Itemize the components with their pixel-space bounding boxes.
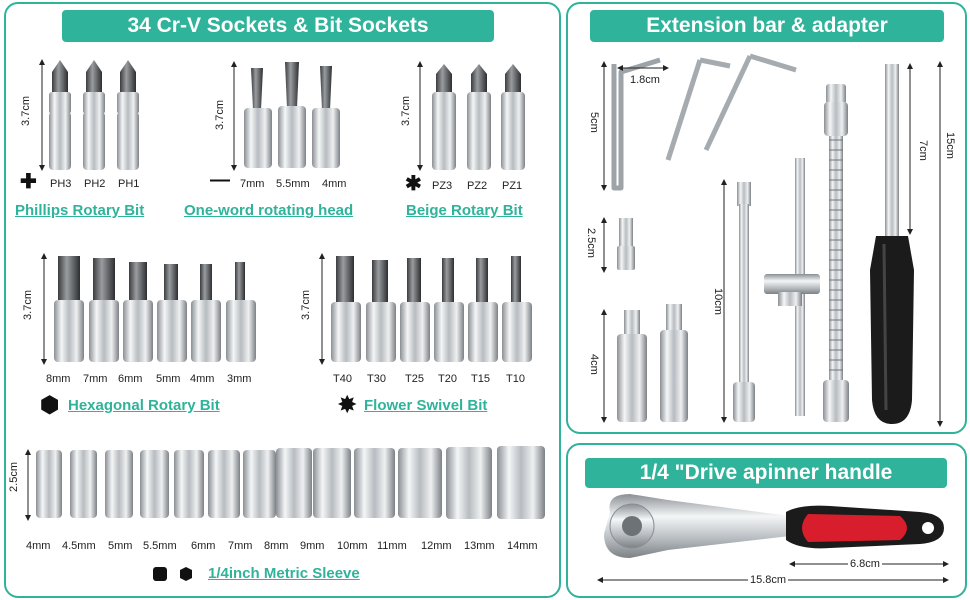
hexagon-icon: ⬢ xyxy=(40,392,60,417)
torx-size-t10: T10 xyxy=(506,373,525,385)
phillips-height-label: 3.7cm xyxy=(20,96,32,126)
adapter-label: 4cm xyxy=(588,354,600,375)
metric-size-14mm: 14mm xyxy=(507,540,538,552)
ratchet-handle xyxy=(597,494,949,583)
handle-title: 1/4 "Drive apinner handle xyxy=(585,458,947,488)
pozi-symbol: ✱ xyxy=(405,173,422,195)
metric-size-5mm: 5mm xyxy=(108,540,133,552)
pozi-height-label: 3.7cm xyxy=(400,96,412,126)
bit-adapter xyxy=(601,217,635,273)
phillips-size-ph3: PH3 xyxy=(50,178,72,190)
torx-size-t15: T15 xyxy=(471,373,490,385)
slotted-size-5-5mm: 5.5mm xyxy=(276,178,310,190)
phillips-size-ph1: PH1 xyxy=(118,178,140,190)
slotted-size-7mm: 7mm xyxy=(240,178,265,190)
hex-key-height-label: 5cm xyxy=(588,112,600,133)
torx-size-t30: T30 xyxy=(367,373,386,385)
hex-caption: Hexagonal Rotary Bit xyxy=(68,397,220,414)
metric-size-4mm: 4mm xyxy=(26,540,51,552)
torx-size-t20: T20 xyxy=(438,373,457,385)
bit-adapter-label: 2.5cm xyxy=(585,228,597,258)
screwdriver-shaft-label: 7cm xyxy=(917,140,929,161)
sockets-title: 34 Cr-V Sockets & Bit Sockets xyxy=(62,10,494,42)
metric-size-8mm: 8mm xyxy=(264,540,289,552)
metric-size-12mm: 12mm xyxy=(421,540,452,552)
phillips-bits xyxy=(39,59,139,171)
metric-size-5-5mm: 5.5mm xyxy=(143,540,177,552)
pozi-size-pz2: PZ2 xyxy=(467,180,488,192)
slotted-height-label: 3.7cm xyxy=(214,100,226,130)
extension-bars xyxy=(721,158,820,423)
metric-size-13mm: 13mm xyxy=(464,540,495,552)
hex-height-label: 3.7cm xyxy=(22,290,34,320)
star-icon: ✸ xyxy=(338,392,357,417)
pozi-size-pz3: PZ3 xyxy=(432,180,453,192)
hex-size-5mm: 5mm xyxy=(156,373,181,385)
metric-sockets xyxy=(25,446,545,521)
hex-bits xyxy=(41,253,256,365)
slotted-bits xyxy=(231,61,340,171)
metric-size-6mm: 6mm xyxy=(191,540,216,552)
handle-grip-label: 6.8cm xyxy=(848,558,882,570)
screwdriver xyxy=(870,61,943,427)
torx-size-t40: T40 xyxy=(333,373,352,385)
metric-size-9mm: 9mm xyxy=(300,540,325,552)
hex-size-3mm: 3mm xyxy=(227,373,252,385)
extension-title: Extension bar & adapter xyxy=(590,10,944,42)
hex-size-7mm: 7mm xyxy=(83,373,108,385)
hex-size-8mm: 8mm xyxy=(46,373,71,385)
metric-caption: 1/4inch Metric Sleeve xyxy=(208,565,360,582)
slotted-size-4mm: 4mm xyxy=(322,178,347,190)
hex-key-width-label: 1.8cm xyxy=(630,74,660,86)
pozi-caption: Beige Rotary Bit xyxy=(406,202,523,219)
socket-adapters xyxy=(601,304,688,423)
torx-bits xyxy=(319,253,532,365)
hex-keys xyxy=(601,53,797,191)
pozi-size-pz1: PZ1 xyxy=(502,180,523,192)
hex-size-4mm: 4mm xyxy=(190,373,215,385)
metric-size-4-5mm: 4.5mm xyxy=(62,540,96,552)
square-drive-icon xyxy=(153,567,167,581)
phillips-symbol: ✚ xyxy=(20,171,37,193)
handle-total-label: 15.8cm xyxy=(748,574,789,586)
slotted-symbol: — xyxy=(210,169,230,191)
screwdriver-total-label: 15cm xyxy=(944,132,956,159)
metric-size-7mm: 7mm xyxy=(228,540,253,552)
hex-size-6mm: 6mm xyxy=(118,373,143,385)
bar-label: 10cm xyxy=(712,288,724,315)
metric-size-10mm: 10mm xyxy=(337,540,368,552)
phillips-size-ph2: PH2 xyxy=(84,178,106,190)
slotted-caption: One-word rotating head xyxy=(184,202,354,219)
metric-size-11mm: 11mm xyxy=(377,540,407,552)
phillips-caption: Phillips Rotary Bit xyxy=(15,202,145,219)
pozi-bits xyxy=(417,61,525,171)
hex-drive-icon xyxy=(180,567,192,581)
metric-height-label: 2.5cm xyxy=(8,462,20,492)
torx-caption: Flower Swivel Bit xyxy=(364,397,488,414)
flex-shaft xyxy=(823,84,849,422)
torx-height-label: 3.7cm xyxy=(300,290,312,320)
torx-size-t25: T25 xyxy=(405,373,424,385)
